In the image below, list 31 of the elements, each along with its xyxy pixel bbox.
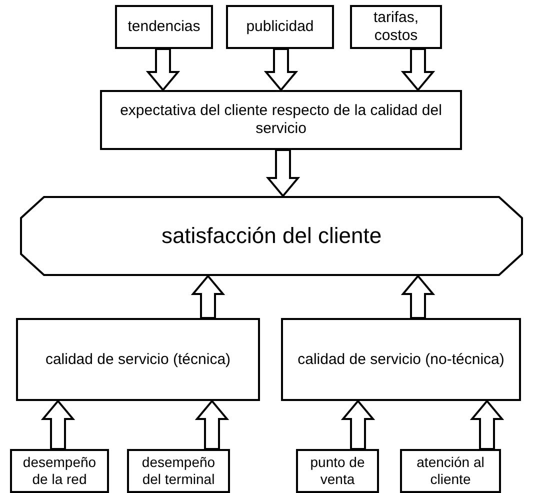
process-box: [226, 5, 334, 49]
box-label: calidad de servicio (técnica): [45, 350, 231, 368]
process-box: [296, 449, 379, 493]
box-label: expectativa del cliente respecto de la calidad del servicio: [119, 102, 443, 138]
block-arrow: [340, 399, 376, 450]
block-arrow: [470, 399, 504, 450]
box-label: tendencias: [128, 18, 200, 36]
block-arrow: [190, 274, 226, 319]
box-label: atención al cliente: [416, 454, 486, 488]
box-label: punto de venta: [309, 454, 366, 488]
box-label: desempeño del terminal: [140, 454, 216, 488]
block-arrow: [264, 48, 298, 92]
process-box: [16, 318, 260, 401]
block-arrow: [194, 399, 230, 450]
block-arrow: [400, 48, 436, 92]
process-box: [281, 318, 521, 401]
process-box: [127, 449, 230, 493]
block-arrow: [40, 399, 76, 450]
process-box: [115, 5, 213, 49]
box-label: desempeño de la red: [22, 454, 98, 488]
block-arrow: [266, 149, 300, 198]
box-label: calidad de servicio (no-técnica): [298, 350, 504, 368]
process-box: [400, 449, 501, 493]
block-arrow: [146, 48, 180, 92]
process-box: [10, 449, 109, 493]
process-box: [100, 90, 462, 150]
box-label: satisfacción del cliente: [161, 222, 382, 250]
box-label: tarifas, costos: [372, 9, 420, 45]
block-arrow: [400, 274, 436, 319]
process-box: [350, 5, 442, 49]
box-label: publicidad: [246, 18, 314, 36]
